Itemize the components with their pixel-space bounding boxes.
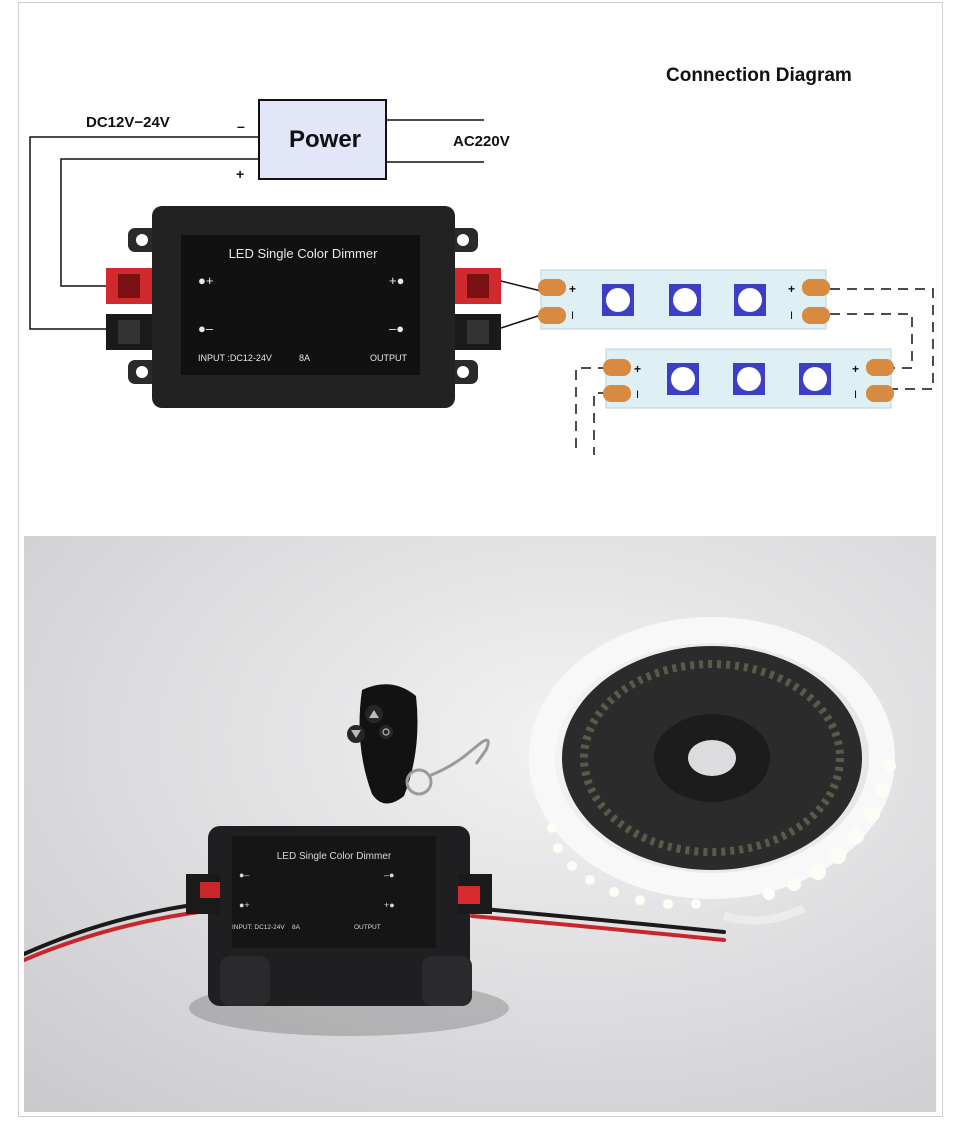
led-reel xyxy=(517,611,907,925)
controller-name: LED Single Color Dimmer xyxy=(229,246,378,261)
controller-right-minus: –● xyxy=(389,321,404,336)
controller-current-label: 8A xyxy=(299,353,310,363)
photo-controller xyxy=(186,826,509,1036)
strip1-left-minus: I xyxy=(571,310,574,322)
photo-right-minus: –● xyxy=(384,870,394,880)
ac-wires xyxy=(386,119,484,163)
controller-left-minus: ●– xyxy=(198,321,214,336)
keyring xyxy=(405,738,490,796)
strip2-left-plus: + xyxy=(634,362,641,376)
strip1-left-plus: + xyxy=(569,282,576,296)
strip2-right-minus: I xyxy=(854,389,857,401)
remote-power-button xyxy=(379,725,393,739)
product-photo: LED Single Color Dimmer ●– ●+ –● +● INPU… xyxy=(24,536,936,1112)
strip2-left-minus: I xyxy=(636,389,639,401)
power-box xyxy=(258,99,387,180)
photo-controller-name: LED Single Color Dimmer xyxy=(277,851,392,862)
power-label: Power xyxy=(289,126,361,153)
strip1-right-minus: I xyxy=(790,310,793,322)
remote-control xyxy=(347,684,490,804)
photo-right-plus: +● xyxy=(384,900,395,910)
photo-input-label: INPUT: DC12-24V xyxy=(232,924,285,931)
strip1-right-plus: + xyxy=(788,282,795,296)
power-minus-sign: – xyxy=(237,118,245,134)
diagram-title: Connection Diagram xyxy=(666,65,852,86)
output-wires xyxy=(500,280,542,329)
strip2-right-plus: + xyxy=(852,362,859,376)
led-strip-2 xyxy=(603,348,894,409)
dc-wires xyxy=(29,136,259,330)
controller-left-plus: ●+ xyxy=(198,273,213,288)
dc-voltage-label: DC12V−24V xyxy=(86,114,170,131)
led-strip-1 xyxy=(538,269,830,330)
power-plus-sign: + xyxy=(236,166,244,182)
connection-diagram: Connection Diagram Power DC12V−24V AC220… xyxy=(29,65,934,455)
controller-output-label: OUTPUT xyxy=(370,353,408,363)
photo-current-label: 8A xyxy=(292,924,301,931)
controller-right-plus: +● xyxy=(389,273,404,288)
photo-left-minus: ●– xyxy=(239,870,249,880)
photo-left-plus: ●+ xyxy=(239,900,250,910)
ac-voltage-label: AC220V xyxy=(453,133,510,150)
controller-input-label: INPUT :DC12-24V xyxy=(198,353,272,363)
controller-diagram xyxy=(106,206,501,408)
photo-output-label: OUTPUT xyxy=(354,924,381,931)
